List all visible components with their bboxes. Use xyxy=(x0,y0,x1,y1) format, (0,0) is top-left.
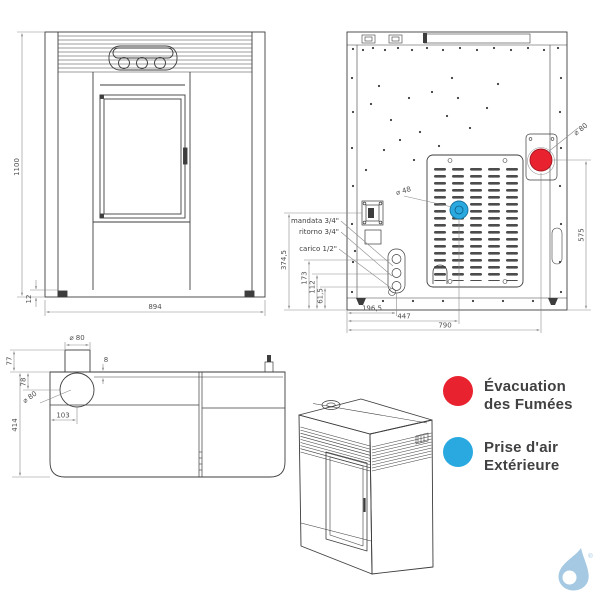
dim-front-height: 1100 xyxy=(13,158,21,176)
iso-view-drawing xyxy=(298,398,434,575)
legend-flue-exhaust-label: Évacuation des Fumées xyxy=(484,376,573,414)
iso-grille-front xyxy=(300,426,371,472)
dim-back-61-5: 61,5 xyxy=(317,288,325,304)
hydraulic-connections xyxy=(361,200,406,294)
dim-back-air-intake-diameter: ⌀ 48 xyxy=(395,185,412,197)
front-door xyxy=(99,94,188,219)
front-view-drawing xyxy=(44,31,266,298)
dim-back-447: 447 xyxy=(397,313,410,321)
registered-mark: ® xyxy=(588,552,593,560)
legend-air-line1: Prise d'air xyxy=(484,439,559,456)
top-view-dimension-lines xyxy=(10,342,105,478)
dim-back-connections-height: 374,5 xyxy=(280,250,288,270)
front-grille xyxy=(58,35,252,73)
legend-air-line2: Extérieure xyxy=(484,457,560,474)
dim-top-flue-diameter: ⌀ 80 xyxy=(21,390,38,405)
iso-side-vent xyxy=(415,432,429,445)
flue-exhaust-dot-icon xyxy=(443,376,473,406)
back-view-drawing xyxy=(346,31,568,311)
dim-back-112: 112 xyxy=(309,280,317,293)
legend: Évacuation des Fumées Prise d'air Extéri… xyxy=(443,376,573,475)
iso-door xyxy=(325,451,368,552)
vent-panel xyxy=(426,154,524,288)
back-top-fittings xyxy=(361,33,531,44)
dim-top-stub-depth: 77 xyxy=(6,357,14,366)
air-intake-marker xyxy=(449,200,469,220)
brand-logo: ® xyxy=(551,544,597,598)
dim-front-foot-height: 12 xyxy=(25,295,33,304)
back-view-dimension-lines xyxy=(284,127,591,333)
legend-flue-line1: Évacuation xyxy=(484,378,567,395)
dim-top-lip: 8 xyxy=(104,356,108,364)
dim-back-196-5: 196,5 xyxy=(362,305,382,313)
legend-air-intake-label: Prise d'air Extérieure xyxy=(484,437,559,475)
dim-front-width: 894 xyxy=(148,303,162,311)
door-handle xyxy=(183,147,188,165)
dim-top-flue-stub-diameter: ⌀ 80 xyxy=(69,334,84,342)
control-panel-knobs xyxy=(108,45,178,71)
legend-item-air-intake: Prise d'air Extérieure xyxy=(443,437,573,475)
flue-collar xyxy=(321,400,341,410)
label-ritorno: ritorno 3/4" xyxy=(299,228,339,236)
top-view-drawing xyxy=(49,349,286,478)
water-drop-icon: ® xyxy=(558,548,593,591)
dim-back-790: 790 xyxy=(438,322,451,330)
dim-top-flue-center-depth: 78 xyxy=(20,378,28,387)
dim-back-173: 173 xyxy=(301,271,309,284)
legend-flue-line2: des Fumées xyxy=(484,396,573,413)
dim-top-depth: 414 xyxy=(11,418,19,432)
dim-back-flue-height: 575 xyxy=(578,228,586,241)
air-intake-dot-icon xyxy=(443,437,473,467)
label-carico: carico 1/2" xyxy=(299,245,337,253)
iso-grille-side xyxy=(371,432,432,472)
front-view-dimension-lines xyxy=(17,31,266,316)
legend-item-flue-exhaust: Évacuation des Fumées xyxy=(443,376,573,414)
screw-dots xyxy=(350,46,563,303)
dim-back-flue-diameter: ⌀ 80 xyxy=(572,122,589,138)
flue-outlet-marker xyxy=(525,133,558,181)
dim-top-flue-offset: 103 xyxy=(56,412,69,420)
label-mandata: mandata 3/4" xyxy=(291,217,339,225)
